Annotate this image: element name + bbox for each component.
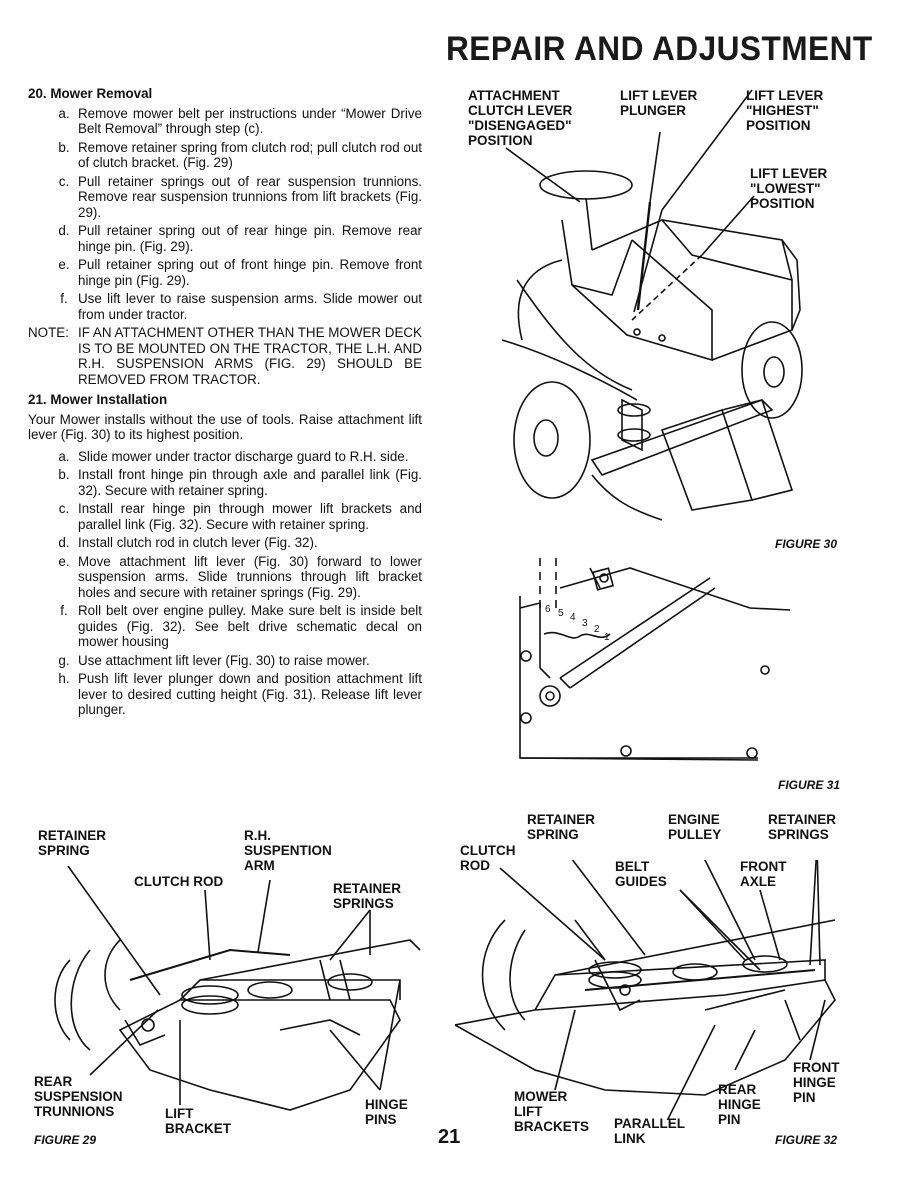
fig29-label-clutch-rod: CLUTCH ROD [134,874,224,889]
scale-number: 2 [594,624,600,635]
page-number: 21 [438,1126,461,1148]
scale-number: 3 [582,618,588,629]
fig30-label-lowest: LIFT LEVER"LOWEST"POSITION [750,166,828,211]
list-item: g.Use attachment lift lever (Fig. 30) to… [58,652,370,668]
section-20-list: a.Remove mower belt per instructions und… [50,106,422,323]
scale-number: 6 [545,604,551,615]
list-item: e.Move attachment lift lever (Fig. 30) f… [58,553,422,600]
list-item: h.Push lift lever plunger down and posit… [58,671,422,717]
list-item: b.Remove retainer spring from clutch rod… [58,139,422,171]
note: NOTE: IF AN ATTACHMENT OTHER THAN THE MO… [28,325,422,387]
figure-31-caption: FIGURE 31 [778,778,841,792]
list-item: c.Install rear hinge pin through mower l… [58,501,422,532]
section-21-intro: Your Mower installs without the use of t… [28,411,422,443]
scale-number: 5 [558,608,564,619]
figure-29-caption: FIGURE 29 [34,1133,97,1147]
figure-29-illustration [54,865,421,1111]
figure-32-caption: FIGURE 32 [775,1133,838,1147]
list-item: b.Install front hinge pin through axle a… [58,467,422,498]
list-item: f.Roll belt over engine pulley. Make sur… [60,603,422,649]
page-title: REPAIR AND ADJUSTMENT [446,30,873,68]
figure-30-illustration [501,89,803,521]
note-text: IF AN ATTACHMENT OTHER THAN THE MOWER DE… [78,325,422,387]
figure-30-caption: FIGURE 30 [775,537,838,551]
scale-number: 4 [570,612,576,623]
figure-31-illustration: 6 5 4 3 2 1 [519,558,791,761]
section-21-title: 21. Mower Installation [28,392,168,407]
fig30-label-highest: LIFT LEVER"HIGHEST"POSITION [746,88,824,133]
figure-32-illustration [455,860,836,1120]
note-label: NOTE: [28,325,69,340]
scale-number: 1 [604,632,610,643]
list-item: c.Pull retainer springs out of rear susp… [58,173,422,220]
list-item: a.Remove mower belt per instructions und… [58,105,422,137]
list-item: a.Slide mower under tractor discharge gu… [58,448,409,464]
list-item: d.Install clutch rod in clutch lever (Fi… [58,535,318,550]
section-21-list: a.Slide mower under tractor discharge gu… [50,449,422,718]
instructions-column: 20. Mower Removal a.Remove mower belt pe… [28,84,422,721]
section-20-title: 20. Mower Removal [28,86,153,101]
list-item: d.Pull retainer spring out of rear hinge… [58,223,422,254]
list-item: f.Use lift lever to raise suspension arm… [60,291,422,322]
list-item: e.Pull retainer spring out of front hing… [58,257,422,288]
